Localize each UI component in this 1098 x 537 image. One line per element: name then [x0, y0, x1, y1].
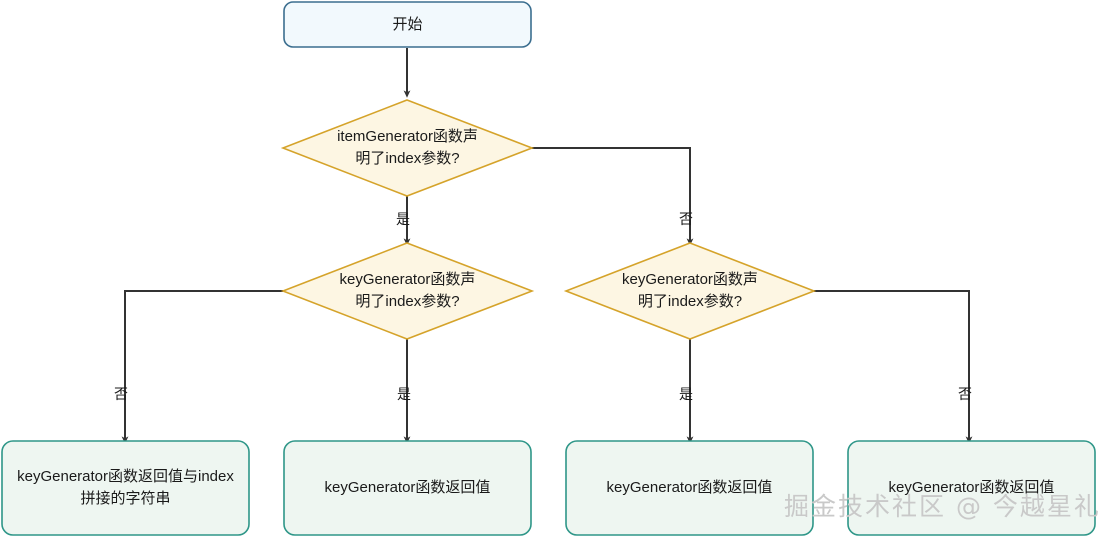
node-result-return-2[interactable] [283, 440, 532, 536]
node-decision-key-generator-left[interactable] [280, 242, 535, 340]
node-result-concat[interactable] [1, 440, 250, 536]
edge-label-item-no: 否 [679, 211, 693, 227]
edge-label-item-yes: 是 [396, 211, 410, 227]
edge-left-no [121, 290, 283, 444]
node-result-return-4[interactable] [847, 440, 1096, 536]
edge-right-no [814, 290, 973, 444]
edge-label-right-no: 否 [958, 386, 972, 402]
node-decision-item-generator[interactable] [280, 99, 535, 197]
edge-label-left-yes: 是 [397, 386, 411, 402]
node-start[interactable] [283, 1, 532, 48]
node-result-return-3[interactable] [565, 440, 814, 536]
edge-label-left-no: 否 [114, 386, 128, 402]
node-decision-key-generator-right[interactable] [563, 242, 817, 340]
edge-label-right-yes: 是 [679, 386, 693, 402]
edge-item-no [532, 147, 694, 246]
